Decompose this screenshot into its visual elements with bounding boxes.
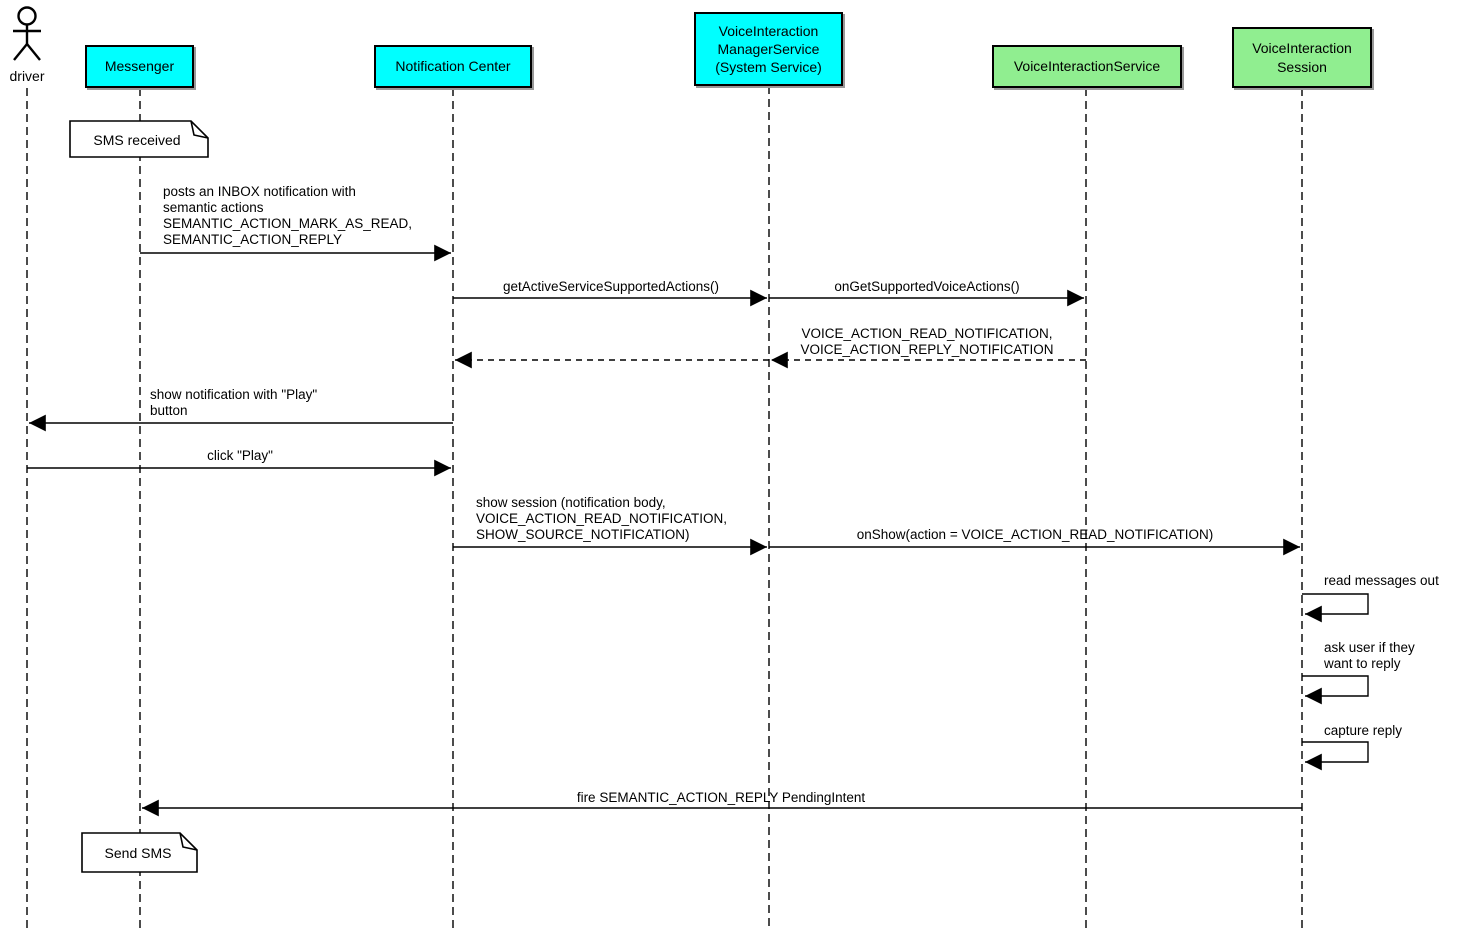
participant-voice-interaction-service: VoiceInteractionService (992, 45, 1182, 88)
participant-voice-interaction-session: VoiceInteraction Session (1232, 27, 1372, 88)
message-click-play: click "Play" (207, 448, 273, 463)
arrow-self-ask-user-reply (1302, 675, 1369, 705)
note-shape-sms-received (69, 120, 209, 158)
message-fire-semantic-action-reply: fire SEMANTIC_ACTION_REPLY PendingIntent (576, 790, 866, 805)
message-on-get-supported-voice-actions: onGetSupportedVoiceActions() (834, 279, 1020, 294)
participant-notification-center: Notification Center (374, 45, 532, 88)
message-ask-user-reply: ask user if they want to reply (1324, 640, 1415, 671)
message-posts-inbox-notification: posts an INBOX notification with semanti… (163, 184, 413, 247)
note-sms-received: SMS received (93, 132, 181, 148)
actor-leg-right (26, 43, 41, 61)
message-arrows (27, 244, 1369, 817)
note-send-sms: Send SMS (104, 845, 172, 861)
arrow-self-read-messages-out (1302, 593, 1369, 623)
lifelines (26, 86, 1303, 929)
message-show-session: show session (notification body, VOICE_A… (476, 495, 728, 542)
message-on-show: onShow(action = VOICE_ACTION_READ_NOTIFI… (856, 527, 1214, 542)
message-show-notification-play-button: show notification with "Play" button (150, 387, 318, 418)
actor-figure-driver (13, 6, 41, 61)
participant-messenger: Messenger (85, 45, 194, 88)
message-return-voice-actions: VOICE_ACTION_READ_NOTIFICATION, VOICE_AC… (800, 326, 1054, 357)
message-read-messages-out: read messages out (1324, 573, 1439, 588)
note-shape-send-sms (81, 832, 198, 873)
participant-voice-interaction-manager-service: VoiceInteraction ManagerService (System … (694, 12, 843, 86)
arrow-self-capture-reply (1302, 741, 1369, 771)
message-get-active-service-supported-actions: getActiveServiceSupportedActions() (502, 279, 720, 294)
actor-leg-left (13, 43, 28, 61)
actor-label-driver: driver (9, 68, 45, 84)
actor-head (17, 6, 37, 26)
message-capture-reply: capture reply (1324, 723, 1403, 738)
